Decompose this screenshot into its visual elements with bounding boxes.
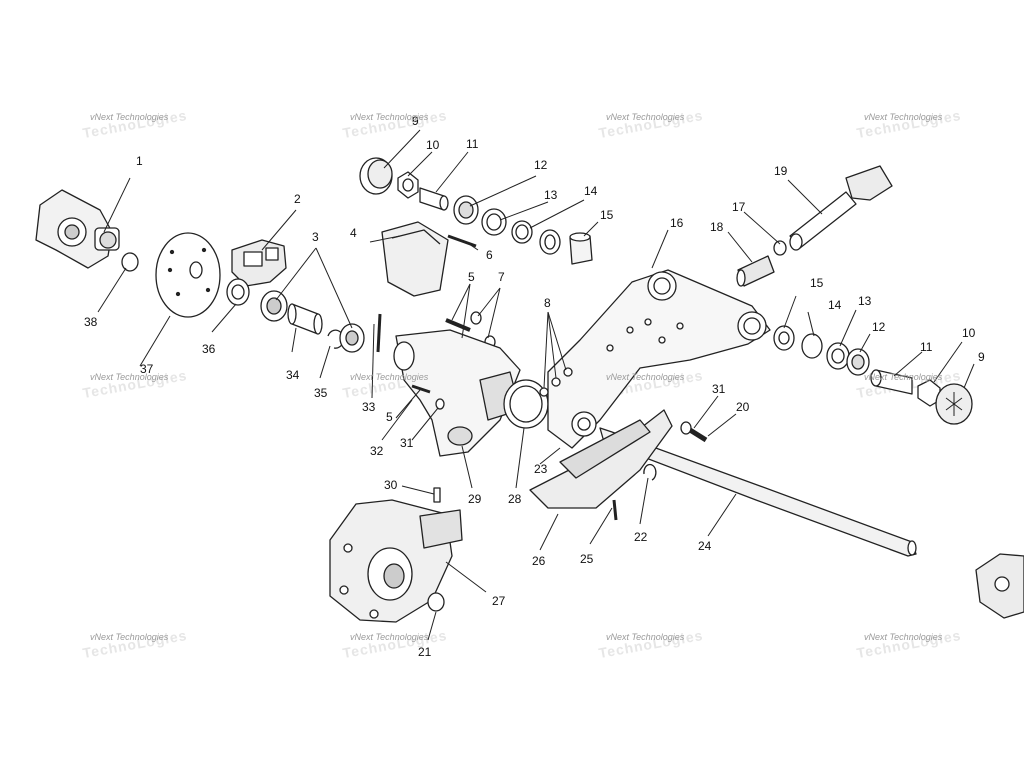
callout-15: 15 (600, 208, 614, 222)
part-2-brake-caliper (231, 239, 287, 287)
callout-27: 27 (492, 594, 506, 608)
part-20-bolt (680, 421, 708, 443)
callout-10: 10 (426, 138, 440, 152)
callout-5: 5 (468, 270, 475, 284)
part-9-cap (359, 157, 393, 195)
leader-lines (97, 129, 975, 641)
part-3-bearing (260, 290, 288, 322)
callout-34: 34 (286, 368, 300, 382)
callout-14-b: 14 (828, 298, 842, 312)
callout-13: 13 (544, 188, 558, 202)
callout-1: 1 (136, 154, 143, 168)
callout-24: 24 (698, 539, 712, 553)
callout-12-b: 12 (872, 320, 886, 334)
callout-28: 28 (508, 492, 522, 506)
callout-19: 19 (774, 164, 788, 178)
part-6-screw (447, 234, 477, 248)
callout-9: 9 (412, 114, 419, 128)
coupling-flange (975, 553, 1024, 619)
part-21-oring (427, 592, 445, 612)
part-33-bolt (376, 313, 382, 353)
callout-31: 31 (712, 382, 726, 396)
part-24-axle (599, 427, 917, 557)
part-11-bushing (419, 187, 449, 211)
part-12-seal (453, 195, 479, 225)
callout-33: 33 (362, 400, 376, 414)
part-4-guard (381, 221, 449, 297)
callout-35: 35 (314, 386, 328, 400)
callout-14: 14 (584, 184, 598, 198)
callout-38: 38 (84, 315, 98, 329)
callout-4: 4 (350, 226, 357, 240)
callout-17: 17 (732, 200, 746, 214)
callout-12: 12 (534, 158, 548, 172)
callout-20: 20 (736, 400, 750, 414)
callout-11-b: 11 (920, 340, 933, 354)
callout-25: 25 (580, 552, 594, 566)
part-1-end-cover (35, 189, 120, 269)
part-13-ring (481, 208, 507, 236)
part-10-nut (397, 171, 419, 199)
callout-18: 18 (710, 220, 724, 234)
callout-8: 8 (544, 296, 551, 310)
callout-37: 37 (140, 362, 154, 376)
callout-23: 23 (534, 462, 548, 476)
callout-31-b: 31 (400, 436, 414, 450)
callout-2: 2 (294, 192, 301, 206)
part-3-bearing-2 (339, 323, 365, 353)
callout-30: 30 (384, 478, 398, 492)
part-15-bushing-right (773, 325, 795, 351)
callout-15-b: 15 (810, 276, 824, 290)
callout-26: 26 (532, 554, 546, 568)
callout-3: 3 (312, 230, 319, 244)
callout-9-b: 9 (978, 350, 985, 364)
part-25-bolt (612, 499, 618, 521)
callout-32: 32 (370, 444, 384, 458)
callout-13-b: 13 (858, 294, 872, 308)
part-34-spacer (287, 303, 323, 335)
part-12-seal-right (846, 348, 870, 376)
part-14-ring (511, 220, 533, 244)
part-37-brake-disc (155, 232, 221, 318)
part-9-cap-right (935, 383, 973, 425)
callout-11: 11 (466, 137, 479, 151)
callout-6: 6 (486, 248, 493, 262)
part-19-driveshaft (789, 165, 893, 251)
part-14-ring-right (801, 333, 823, 359)
callout-10-b: 10 (962, 326, 976, 340)
part-22-clip (643, 463, 657, 481)
callout-16: 16 (670, 216, 684, 230)
part-18-sleeve (736, 255, 775, 287)
part-11-bushing-right (870, 369, 913, 395)
callout-21: 21 (418, 645, 432, 659)
callout-36: 36 (202, 342, 216, 356)
part-27-gearcase (329, 499, 463, 623)
part-26-skid-plate (529, 409, 673, 509)
part-17-washer (773, 240, 787, 256)
callout-5-b: 5 (386, 410, 393, 424)
callout-29: 29 (468, 492, 482, 506)
part-32-bolt (411, 384, 431, 394)
part-31-washer (435, 398, 445, 410)
part-8-bolts (539, 367, 573, 397)
part-38-oring (121, 252, 139, 272)
part-30-pin (433, 487, 441, 503)
part-15-bushing (539, 229, 561, 255)
callout-22: 22 (634, 530, 648, 544)
callout-7: 7 (498, 270, 505, 284)
part-16-swingarm (547, 269, 771, 449)
